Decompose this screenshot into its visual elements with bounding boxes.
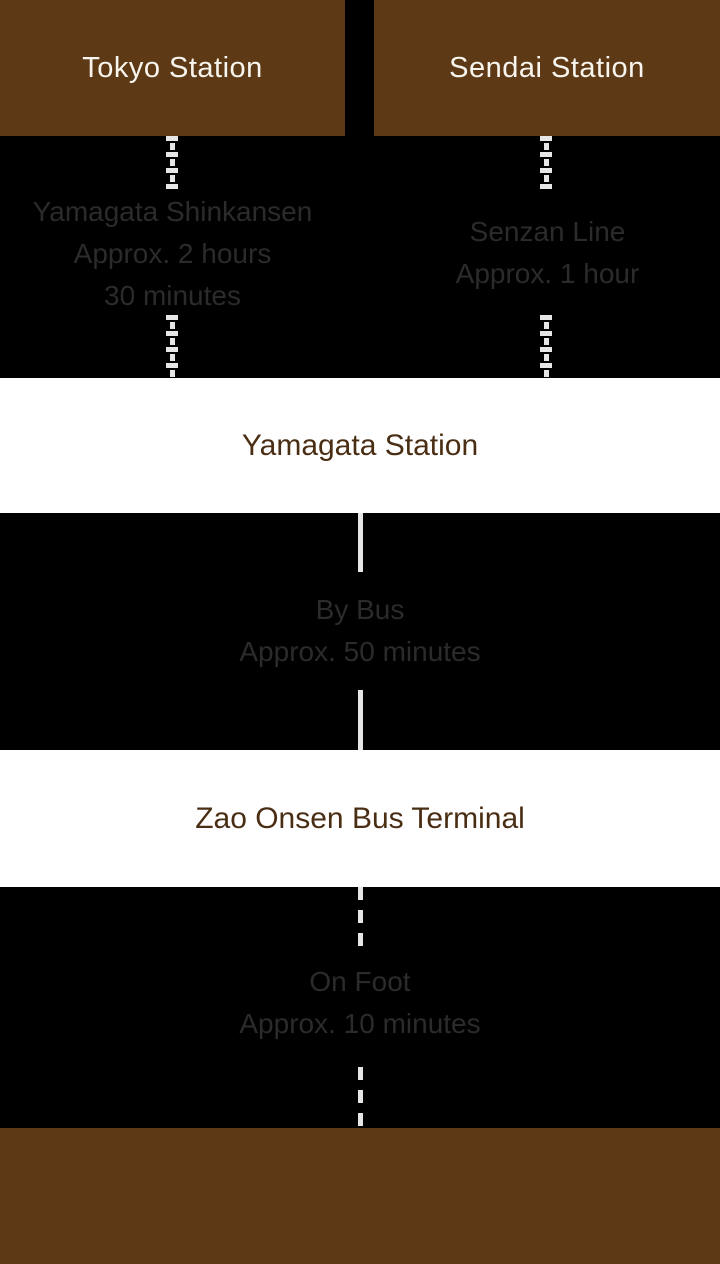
origin-station-sendai-label: Sendai Station xyxy=(449,51,645,84)
railway-line-segment xyxy=(166,315,178,378)
transit-info-senzan-name: Senzan Line xyxy=(469,216,626,247)
bus-route-line-segment xyxy=(358,513,363,572)
transit-info-shinkansen: Yamagata Shinkansen Approx. 2 hours 30 m… xyxy=(0,191,345,317)
stop-zao-onsen-bus-terminal: Zao Onsen Bus Terminal xyxy=(0,750,720,887)
footer-brand-band xyxy=(0,1128,720,1264)
railway-line-segment xyxy=(166,136,178,191)
transit-info-senzan: Senzan Line Approx. 1 hour xyxy=(375,211,720,295)
bus-route-line-segment xyxy=(358,690,363,750)
transit-info-walk: On Foot Approx. 10 minutes xyxy=(0,961,720,1045)
railway-line-segment xyxy=(540,315,552,378)
transit-info-senzan-duration: Approx. 1 hour xyxy=(455,258,640,289)
walk-route-line-segment xyxy=(358,887,363,947)
transit-info-bus-duration: Approx. 50 minutes xyxy=(239,636,481,667)
transit-info-shinkansen-duration-2: 30 minutes xyxy=(104,280,241,311)
transit-info-bus-name: By Bus xyxy=(315,594,405,625)
transit-info-bus: By Bus Approx. 50 minutes xyxy=(0,589,720,673)
transit-info-walk-duration: Approx. 10 minutes xyxy=(239,1008,481,1039)
stop-yamagata-station: Yamagata Station xyxy=(0,378,720,513)
transit-info-shinkansen-name: Yamagata Shinkansen xyxy=(32,196,313,227)
origin-station-tokyo-label: Tokyo Station xyxy=(82,51,263,84)
stop-yamagata-station-label: Yamagata Station xyxy=(241,428,479,462)
transit-info-walk-name: On Foot xyxy=(309,966,411,997)
stop-zao-onsen-bus-terminal-label: Zao Onsen Bus Terminal xyxy=(195,801,525,835)
walk-route-line-segment xyxy=(358,1067,363,1128)
transit-info-shinkansen-duration: Approx. 2 hours xyxy=(73,238,272,269)
origin-station-tokyo: Tokyo Station xyxy=(0,0,345,136)
origin-station-sendai: Sendai Station xyxy=(374,0,720,136)
railway-line-segment xyxy=(540,136,552,191)
